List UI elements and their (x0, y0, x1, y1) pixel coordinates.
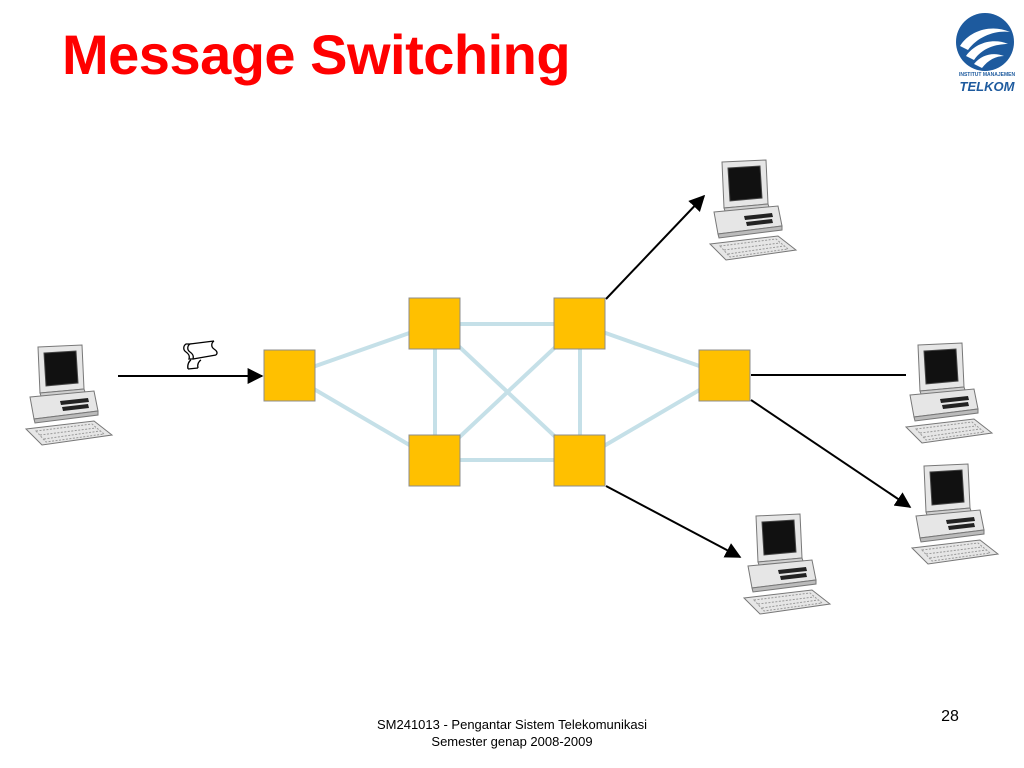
logo-text-telkom: TELKOM (959, 79, 1015, 94)
mesh-links (288, 322, 727, 462)
footer-semester: Semester genap 2008-2009 (431, 734, 593, 749)
computer-dest-lower-right-icon (911, 463, 999, 565)
switch-node-egress (698, 349, 751, 402)
footer-course: SM241013 - Pengantar Sistem Telekomunika… (376, 717, 648, 732)
switch-node-top-right (553, 297, 606, 350)
network-diagram (25, 159, 999, 615)
slide-footer: SM241013 - Pengantar Sistem Telekomunika… (312, 716, 712, 750)
computer-dest-bottom-icon (743, 513, 831, 615)
computer-dest-right-icon (905, 342, 993, 444)
slide-title: Message Switching (62, 23, 571, 86)
page-number: 28 (941, 708, 959, 725)
message-arrows (118, 194, 912, 558)
computer-dest-top-icon (709, 159, 797, 261)
arrow-topright-desttop (605, 194, 706, 300)
arrow-bottomright-destbottom (605, 485, 742, 558)
switch-node-bottom-left (408, 434, 461, 487)
switch-nodes (263, 297, 751, 487)
computer-source-icon (25, 344, 113, 446)
arrow-egress-destlowerright (750, 399, 912, 508)
switch-node-bottom-right (553, 434, 606, 487)
telkom-logo-icon (956, 13, 1014, 71)
switch-node-ingress (263, 349, 316, 402)
switch-node-top-left (408, 297, 461, 350)
logo-text-institut: INSTITUT MANAJEMEN (958, 72, 1016, 78)
message-scroll-icon (183, 340, 218, 370)
